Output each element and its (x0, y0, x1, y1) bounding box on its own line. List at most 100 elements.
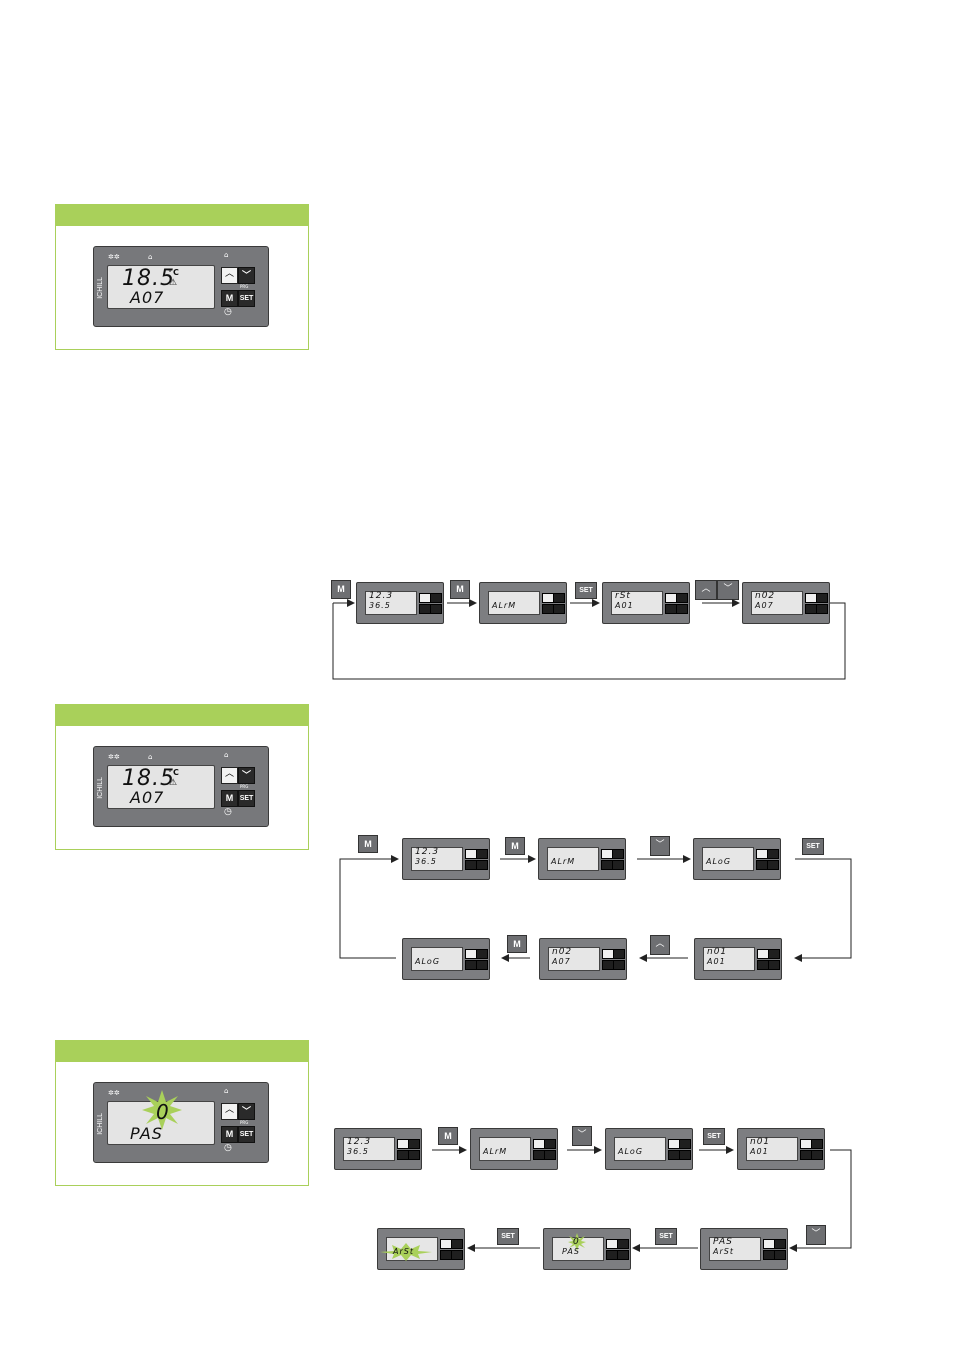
set-button-icon: SET (703, 1128, 725, 1145)
set-button-icon: SET (575, 582, 597, 599)
heater-icon: ⌂ (224, 751, 229, 759)
m-button-icon: M (438, 1127, 458, 1145)
up-key[interactable]: ︿ (221, 767, 238, 784)
mini-line-1: 0 (573, 1237, 580, 1247)
mini-line-2: A07 (755, 601, 774, 610)
clock-icon: ◷ (224, 1143, 232, 1153)
set-key[interactable]: SET (238, 290, 255, 307)
mini-display-3: ALoG (605, 1128, 693, 1170)
blink-burst-icon (568, 1233, 586, 1251)
mini-display-2: ALrM (479, 582, 567, 624)
display-line-1: 0 (156, 1100, 170, 1124)
down-key[interactable]: ﹀ (238, 767, 255, 784)
display-line-2: A07 (130, 288, 165, 307)
m-key[interactable]: M (221, 290, 238, 307)
mini-display-7: ArSt (377, 1228, 465, 1270)
lcd-display: 0 PAS (107, 1090, 215, 1145)
mini-line-2: A07 (552, 957, 571, 966)
mini-line-2: A01 (707, 957, 726, 966)
set-button-icon: SET (655, 1228, 677, 1245)
clock-icon: ◷ (224, 807, 232, 817)
brand-label: ICHILL (97, 1113, 104, 1135)
m-button-icon: M (331, 580, 351, 599)
lcd-display: 18.5 °C ⚠ A07 (107, 265, 215, 309)
display-line-2: PAS (130, 1124, 163, 1143)
m-button-icon: M (505, 837, 525, 855)
mini-line-2: ALoG (706, 857, 732, 866)
brand-label: ICHILL (97, 777, 104, 799)
mini-display-3: ALoG (693, 838, 781, 880)
controller-panel-1: ICHILL ✲✲ ⌂ ⌂ 18.5 °C ⚠ A07 ︿ ﹀ PRG M SE… (93, 246, 269, 327)
warning-icon: ⚠ (169, 778, 179, 788)
controller-panel-2: ICHILL ✲✲ ⌂ ⌂ 18.5 °C ⚠ A07 ︿ ﹀ PRG M SE… (93, 746, 269, 827)
compressor-icon: ✲✲ (108, 753, 120, 761)
mini-line-1: n02 (552, 947, 573, 957)
down-button-icon: ﹀ (717, 580, 739, 600)
up-key[interactable]: ︿ (221, 1103, 238, 1120)
mini-line-1: n02 (755, 591, 776, 601)
mini-line-1: PAS (713, 1237, 733, 1247)
set-key[interactable]: SET (238, 790, 255, 807)
mini-display-6: ALoG (402, 938, 490, 980)
m-button-icon: M (450, 580, 470, 599)
mini-line-2: 36.5 (369, 601, 391, 610)
prg-label: PRG (240, 1120, 249, 1125)
mini-line-1: 12.3 (369, 591, 394, 601)
mini-line-2: PAS (562, 1247, 580, 1256)
mini-line-1: n01 (750, 1137, 771, 1147)
figure-header-band (56, 205, 308, 226)
mini-line-2: ALrM (483, 1147, 508, 1156)
mini-line-2: A01 (615, 601, 634, 610)
set-key[interactable]: SET (238, 1126, 255, 1143)
display-line-1: 18.5 (122, 766, 175, 791)
pump-icon: ⌂ (148, 753, 153, 761)
mini-line-2: ArSt (393, 1247, 414, 1256)
clock-icon: ◷ (224, 307, 232, 317)
mini-line-1: n01 (707, 947, 728, 957)
up-key[interactable]: ︿ (221, 267, 238, 284)
m-key[interactable]: M (221, 790, 238, 807)
down-key[interactable]: ﹀ (238, 267, 255, 284)
mini-line-2: ArSt (713, 1247, 734, 1256)
mini-display-2: ALrM (470, 1128, 558, 1170)
mini-line-2: ALoG (415, 957, 441, 966)
mini-line-2: ALrM (492, 601, 517, 610)
mini-display-2: ALrM (538, 838, 626, 880)
prg-label: PRG (240, 784, 249, 789)
mini-line-2: A01 (750, 1147, 769, 1156)
m-button-icon: M (358, 835, 378, 853)
display-line-1: 18.5 (122, 266, 175, 291)
unit-label: °C (168, 768, 180, 777)
heater-icon: ⌂ (224, 251, 229, 259)
down-key[interactable]: ﹀ (238, 1103, 255, 1120)
up-button-icon: ︿ (650, 935, 670, 955)
figure-header-band (56, 1041, 308, 1062)
unit-label: °C (168, 268, 180, 277)
blink-burst-icon (142, 1090, 182, 1130)
m-key[interactable]: M (221, 1126, 238, 1143)
mini-line-2: ALoG (618, 1147, 644, 1156)
compressor-icon: ✲✲ (108, 1089, 120, 1097)
mini-line-2: 36.5 (347, 1147, 369, 1156)
down-button-icon: ﹀ (806, 1225, 826, 1245)
lcd-display: 18.5 °C ⚠ A07 (107, 765, 215, 809)
display-line-2: A07 (130, 788, 165, 807)
mini-line-2: ALrM (551, 857, 576, 866)
mini-line-2: 36.5 (415, 857, 437, 866)
pump-icon: ⌂ (148, 253, 153, 261)
warning-icon: ⚠ (169, 278, 179, 288)
up-button-icon: ︿ (695, 580, 717, 600)
controller-panel-3: ICHILL ✲✲ ⌂ 0 PAS ︿ ﹀ PRG M SET ◷ (93, 1082, 269, 1163)
prg-label: PRG (240, 284, 249, 289)
mini-line-1: 12.3 (415, 847, 440, 857)
